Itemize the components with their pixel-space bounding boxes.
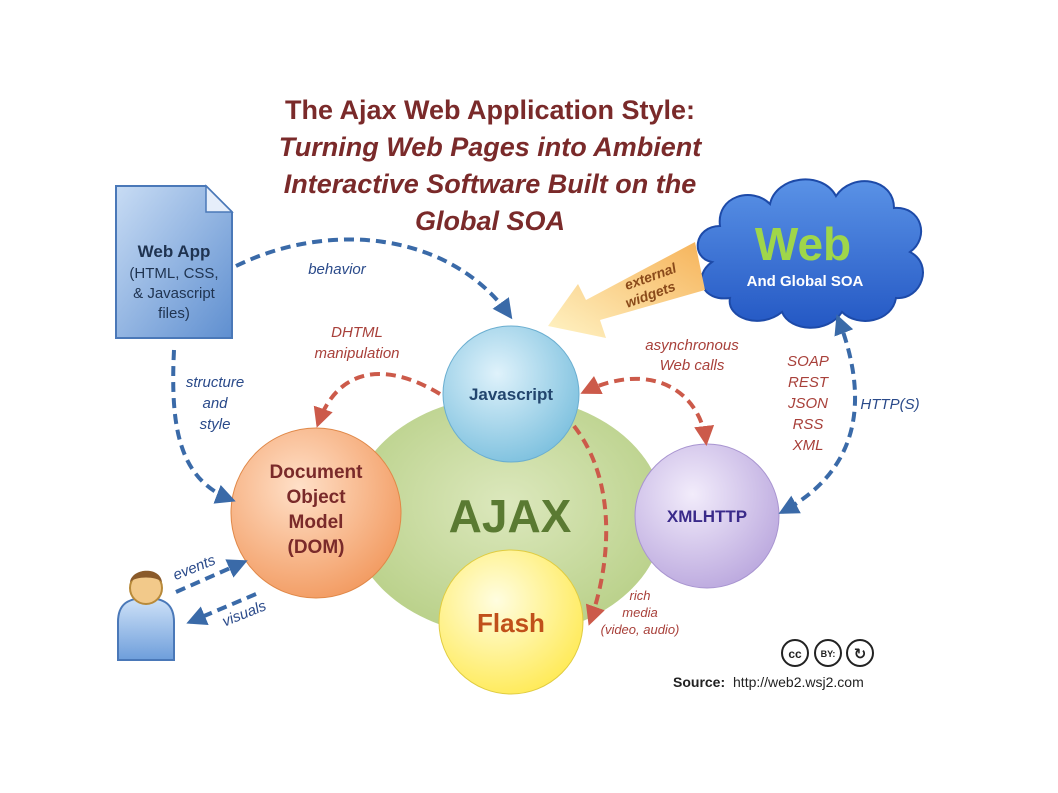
https-arrow xyxy=(778,314,857,514)
web-app-line-3: files) xyxy=(158,305,190,322)
web-cloud: Web And Global SOA xyxy=(696,178,924,329)
flash-label: Flash xyxy=(477,608,545,638)
source-url: http://web2.wsj2.com xyxy=(733,674,864,690)
protocol-soap: SOAP xyxy=(787,353,829,370)
cc-icon xyxy=(781,639,809,667)
dhtml-arrow xyxy=(313,372,442,428)
by-icon xyxy=(814,639,842,667)
dom-label-1: Document xyxy=(270,462,364,483)
async-label-2: Web calls xyxy=(660,357,725,374)
title-line-2: Turning Web Pages into Ambient xyxy=(278,132,702,162)
protocol-rest: REST xyxy=(788,374,830,391)
rich-media-label-1: rich xyxy=(630,588,651,603)
source-label: Source: xyxy=(673,674,725,690)
by-icon-text: BY: xyxy=(821,649,836,659)
title-line-4: Global SOA xyxy=(414,206,566,236)
events-label: events xyxy=(171,551,219,584)
structure-label-3: style xyxy=(200,416,231,433)
flash-node xyxy=(438,549,584,695)
behavior-arrow xyxy=(235,237,513,320)
cc-license-badges: cc BY: ↻ xyxy=(781,639,874,667)
structure-arrow xyxy=(171,349,236,504)
ajax-label: AJAX xyxy=(449,490,572,542)
web-app-title: Web App xyxy=(138,242,211,261)
rich-media-arrow xyxy=(572,424,609,626)
visuals-arrow xyxy=(186,592,257,625)
ajax-ellipse xyxy=(350,396,664,636)
diagram-title: The Ajax Web Application Style: Turning … xyxy=(210,92,770,240)
xmlhttp-label: XMLHTTP xyxy=(667,507,747,526)
protocol-rss: RSS xyxy=(793,416,824,433)
dom-label-4: (DOM) xyxy=(288,537,345,558)
javascript-node xyxy=(442,325,580,463)
javascript-label: Javascript xyxy=(469,385,553,404)
web-app-document: Web App (HTML, CSS, & Javascript files) xyxy=(115,184,234,339)
https-label: HTTP(S) xyxy=(860,396,919,413)
visuals-label: visuals xyxy=(220,597,269,630)
cloud-subtitle: And Global SOA xyxy=(747,273,864,290)
events-arrow xyxy=(175,559,248,594)
cc-icon-text: cc xyxy=(788,647,802,661)
dhtml-label-1: DHTML xyxy=(331,324,383,341)
dhtml-label-2: manipulation xyxy=(314,345,399,362)
protocol-xml: XML xyxy=(792,437,824,454)
async-arrow xyxy=(580,376,715,446)
title-line-1: The Ajax Web Application Style: xyxy=(284,95,696,125)
dom-label-3: Model xyxy=(289,512,344,533)
protocol-json: JSON xyxy=(787,395,828,412)
share-alike-icon-text: ↻ xyxy=(854,646,867,663)
structure-label-1: structure xyxy=(186,374,244,391)
rich-media-label-2: media xyxy=(622,605,657,620)
title-line-3: Interactive Software Built on the xyxy=(283,169,697,199)
dom-label-2: Object xyxy=(286,487,346,508)
source-line: Source: http://web2.wsj2.com xyxy=(673,674,864,690)
external-widgets-arrow: external widgets xyxy=(548,242,705,338)
web-app-line-2: & Javascript xyxy=(133,285,216,302)
structure-label-2: and xyxy=(202,395,228,412)
web-app-line-1: (HTML, CSS, xyxy=(129,265,218,282)
behavior-label: behavior xyxy=(308,261,367,278)
cloud-title: Web xyxy=(755,218,851,270)
async-label-1: asynchronous xyxy=(645,337,739,354)
share-alike-icon xyxy=(846,639,874,667)
rich-media-label-3: (video, audio) xyxy=(601,622,680,637)
dom-node xyxy=(230,427,402,599)
user-person-icon xyxy=(117,570,175,661)
